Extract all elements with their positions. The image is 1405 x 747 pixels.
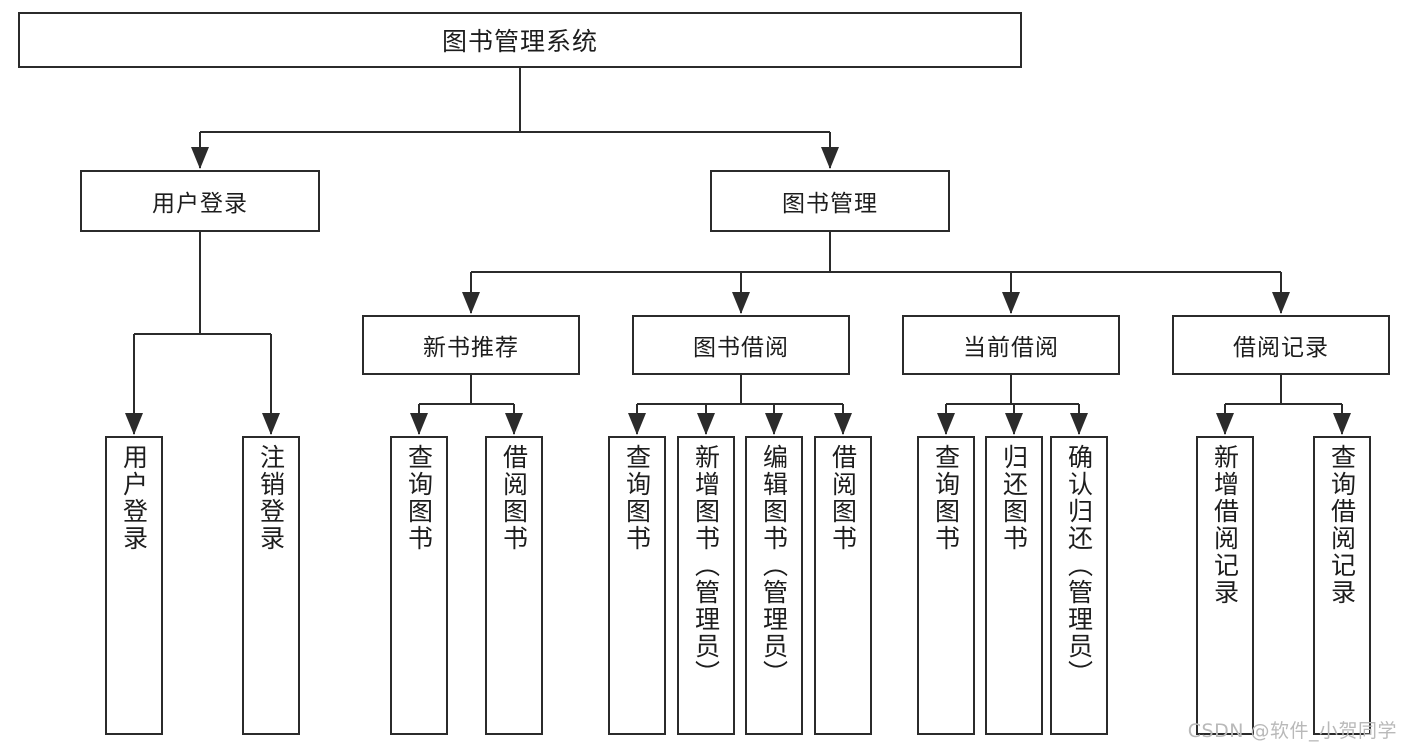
node-leaf-query-book-1[interactable]: 查询图书: [390, 436, 448, 735]
node-label: 借阅图书: [499, 444, 529, 552]
arrowhead-book-borrow-1: [697, 413, 715, 435]
node-book-manage[interactable]: 图书管理: [710, 170, 950, 232]
node-new-book-rec[interactable]: 新书推荐: [362, 315, 580, 375]
node-label: 用户登录: [119, 444, 149, 552]
node-label: 借阅记录: [1233, 335, 1329, 361]
node-label: 用户登录: [152, 191, 248, 217]
node-label: 注销登录: [256, 444, 286, 552]
node-label: 借阅图书: [828, 444, 858, 552]
node-label: 图书借阅: [693, 335, 789, 361]
arrowhead-new-book-rec-1: [505, 413, 523, 435]
arrowhead-new-book-rec-0: [410, 413, 428, 435]
arrowhead-borrow-record-0: [1216, 413, 1234, 435]
node-leaf-query-book-2[interactable]: 查询图书: [608, 436, 666, 735]
node-label: 编辑图书（管理员）: [759, 444, 789, 687]
arrowhead-root-1: [821, 147, 839, 169]
node-leaf-add-record[interactable]: 新增借阅记录: [1196, 436, 1254, 735]
node-leaf-user-login[interactable]: 用户登录: [105, 436, 163, 735]
arrowhead-user-login-0: [125, 413, 143, 435]
node-leaf-query-book-3[interactable]: 查询图书: [917, 436, 975, 735]
arrowhead-current-borrow-0: [937, 413, 955, 435]
node-label: 图书管理: [782, 191, 878, 217]
node-leaf-borrow-book-2[interactable]: 借阅图书: [814, 436, 872, 735]
node-root[interactable]: 图书管理系统: [18, 12, 1022, 68]
node-borrow-record[interactable]: 借阅记录: [1172, 315, 1390, 375]
arrowhead-current-borrow-1: [1005, 413, 1023, 435]
node-label: 新增借阅记录: [1210, 444, 1240, 606]
arrowhead-book-manage-2: [1002, 292, 1020, 314]
arrowhead-root-0: [191, 147, 209, 169]
node-label: 查询借阅记录: [1327, 444, 1357, 606]
node-leaf-edit-book[interactable]: 编辑图书（管理员）: [745, 436, 803, 735]
node-leaf-borrow-book-1[interactable]: 借阅图书: [485, 436, 543, 735]
arrowhead-book-manage-1: [732, 292, 750, 314]
node-leaf-add-book[interactable]: 新增图书（管理员）: [677, 436, 735, 735]
arrowhead-book-manage-0: [462, 292, 480, 314]
node-label: 查询图书: [931, 444, 961, 552]
arrowhead-current-borrow-2: [1070, 413, 1088, 435]
node-leaf-query-record[interactable]: 查询借阅记录: [1313, 436, 1371, 735]
node-label: 归还图书: [999, 444, 1029, 552]
csdn-watermark: CSDN @软件_小贺同学: [1187, 720, 1397, 742]
arrowhead-borrow-record-1: [1333, 413, 1351, 435]
node-label: 当前借阅: [963, 335, 1059, 361]
node-leaf-user-logout[interactable]: 注销登录: [242, 436, 300, 735]
node-label: 新增图书（管理员）: [691, 444, 721, 687]
arrowhead-book-borrow-2: [765, 413, 783, 435]
arrowhead-book-borrow-0: [628, 413, 646, 435]
node-label: 查询图书: [404, 444, 434, 552]
node-leaf-confirm-return[interactable]: 确认归还（管理员）: [1050, 436, 1108, 735]
node-label: 图书管理系统: [441, 27, 598, 56]
node-user-login[interactable]: 用户登录: [80, 170, 320, 232]
arrowhead-user-login-1: [262, 413, 280, 435]
node-book-borrow[interactable]: 图书借阅: [632, 315, 850, 375]
node-label: 确认归还（管理员）: [1064, 444, 1094, 687]
arrowhead-book-manage-3: [1272, 292, 1290, 314]
node-label: 查询图书: [622, 444, 652, 552]
node-leaf-return-book[interactable]: 归还图书: [985, 436, 1043, 735]
node-label: 新书推荐: [423, 335, 519, 361]
node-current-borrow[interactable]: 当前借阅: [902, 315, 1120, 375]
arrowhead-book-borrow-3: [834, 413, 852, 435]
